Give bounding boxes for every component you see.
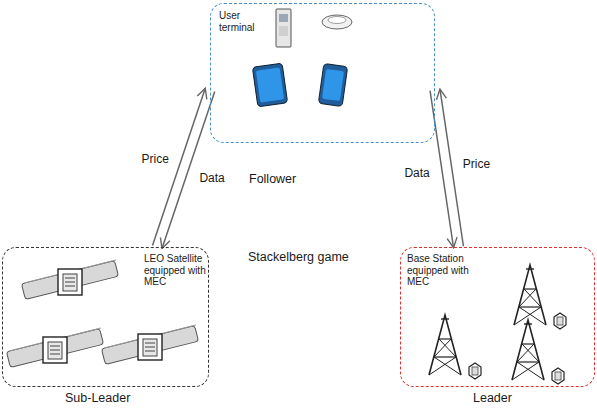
flow-arrow xyxy=(430,91,454,248)
dashed-group-box: User terminalFollower xyxy=(210,3,435,143)
role-label: Follower xyxy=(249,172,296,186)
role-label: Sub-Leader xyxy=(65,391,130,405)
dashed-group-box: LEO Satellite equipped with MECSub-Leade… xyxy=(2,247,209,387)
base-station-icon xyxy=(514,265,566,329)
flow-arrow xyxy=(153,88,206,245)
satellite-icon xyxy=(101,325,198,364)
node-label: Base Station equipped with MEC xyxy=(407,253,471,288)
terminal-icon xyxy=(276,9,291,47)
satellite-icon xyxy=(6,328,103,367)
game-label: Stackelberg game xyxy=(248,250,349,264)
base-station-icon xyxy=(429,315,481,379)
smoke-detector-icon xyxy=(322,15,352,29)
edge-label: Price xyxy=(140,152,171,166)
tablet-icon xyxy=(252,63,287,107)
node-label: User terminal xyxy=(219,10,265,33)
edge-label: Data xyxy=(197,171,226,185)
role-label: Leader xyxy=(473,391,512,405)
edge-label: Price xyxy=(461,157,492,171)
base-station-icon xyxy=(512,320,564,384)
edge-label: Data xyxy=(402,166,431,180)
satellite-icon xyxy=(21,260,118,299)
phone-icon xyxy=(318,64,347,107)
dashed-group-box: Base Station equipped with MECLeader xyxy=(400,247,595,387)
node-label: LEO Satellite equipped with MEC xyxy=(144,253,208,288)
